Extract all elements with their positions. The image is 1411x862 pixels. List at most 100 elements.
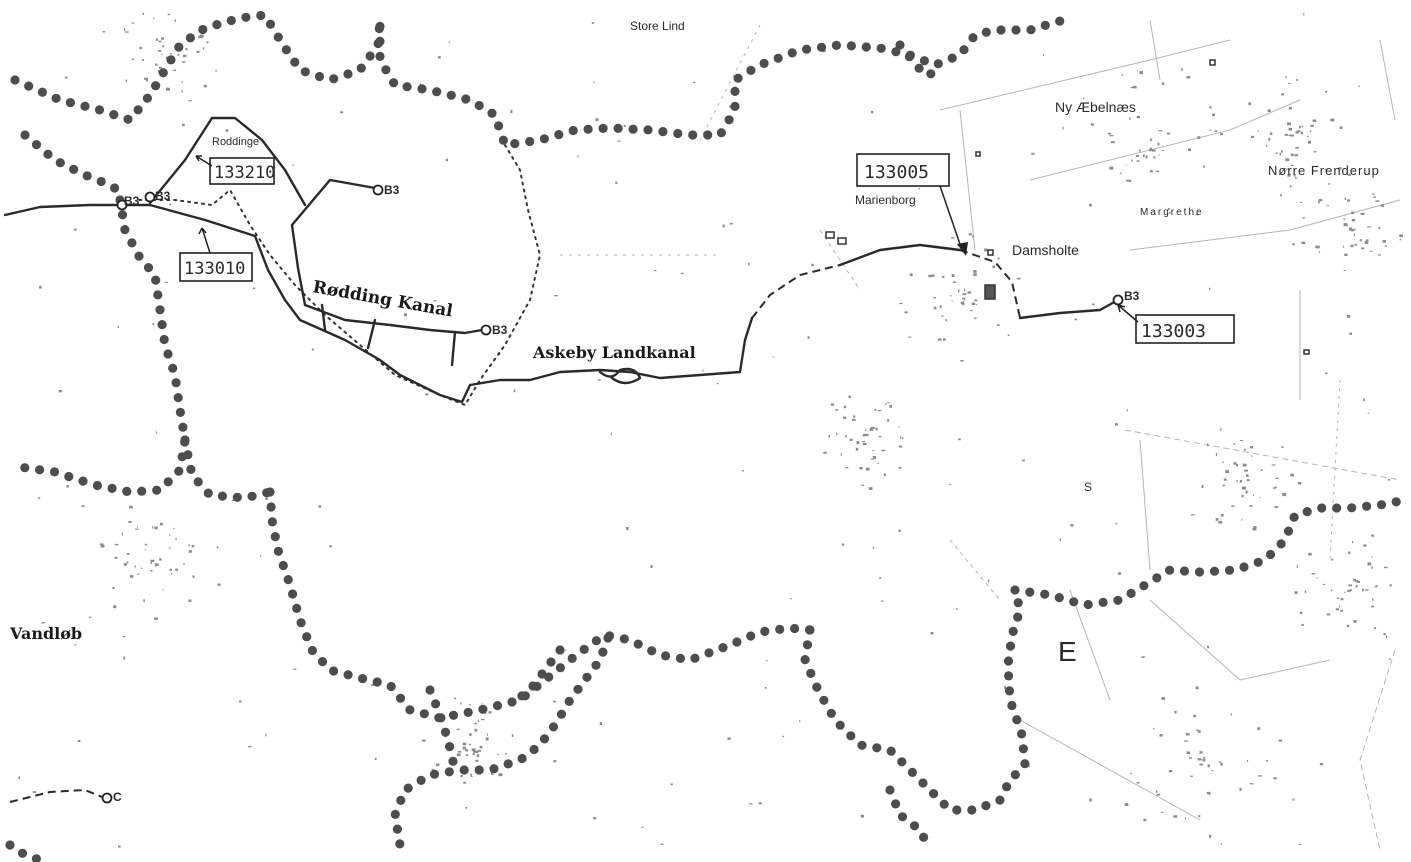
- box-133003[interactable]: [1135, 314, 1235, 344]
- speckle: [962, 297, 966, 300]
- boundary-dot: [1362, 501, 1372, 511]
- boundary-dot: [647, 646, 657, 656]
- speckle: [1330, 589, 1333, 592]
- boundary-dot: [459, 765, 469, 775]
- station-b3-upper[interactable]: [372, 184, 384, 196]
- boundary-dot: [1013, 598, 1023, 608]
- speckle: [1186, 76, 1191, 79]
- speckle: [1343, 270, 1346, 271]
- boundary-dot: [517, 691, 527, 701]
- station-b3-kanal[interactable]: [480, 324, 492, 336]
- speckle: [162, 44, 165, 48]
- boundary-dot: [20, 130, 30, 140]
- speckle: [626, 527, 629, 530]
- boundary-dot: [314, 71, 325, 82]
- speckle: [1253, 494, 1255, 496]
- speckle: [899, 302, 903, 305]
- boundary-dot: [395, 693, 406, 703]
- speckle: [1268, 137, 1271, 141]
- boundary-dot: [718, 643, 728, 653]
- boundary-dot: [31, 854, 41, 862]
- speckle: [164, 281, 168, 283]
- speckle: [877, 410, 882, 412]
- station-b3-west-1[interactable]: [116, 199, 128, 211]
- boundary-dot: [123, 114, 133, 124]
- speckle: [984, 248, 988, 252]
- speckle: [1246, 474, 1249, 477]
- speckle: [933, 306, 937, 310]
- boundary-dot: [1011, 25, 1021, 35]
- speckle: [1363, 544, 1367, 547]
- speckle: [374, 757, 377, 760]
- askeby-loop: [598, 367, 642, 385]
- speckle: [554, 294, 558, 297]
- speckle: [828, 435, 830, 438]
- boundary-dot: [109, 110, 119, 120]
- speckle: [1220, 762, 1223, 766]
- speckle: [419, 83, 422, 86]
- speckle: [900, 436, 902, 439]
- boundary-dot: [846, 731, 856, 741]
- boundary-dot: [806, 668, 816, 679]
- arrow-133210: [195, 155, 213, 167]
- speckle: [1265, 760, 1269, 762]
- speckle: [1130, 86, 1134, 89]
- speckle: [18, 776, 21, 780]
- speckle: [182, 123, 185, 127]
- speckle: [142, 59, 144, 61]
- speckle: [123, 28, 125, 31]
- speckle: [216, 546, 219, 549]
- speckle: [155, 63, 158, 66]
- box-133005[interactable]: [856, 153, 950, 187]
- speckle: [1308, 140, 1311, 144]
- boundary-dot: [760, 626, 770, 637]
- speckle: [1285, 158, 1290, 162]
- boundary-dot: [897, 757, 907, 767]
- box-133210[interactable]: [209, 157, 275, 185]
- boundary-dot: [1054, 593, 1064, 603]
- speckle: [1275, 486, 1277, 489]
- station-b3-west-2[interactable]: [144, 191, 156, 203]
- speckle: [1070, 524, 1074, 527]
- boundary-dot: [907, 767, 918, 778]
- label-roddinge: Roddinge: [212, 136, 259, 148]
- boundary-dot: [790, 623, 800, 634]
- boundary-dot: [151, 81, 161, 91]
- speckle: [1294, 591, 1298, 594]
- speckle: [89, 616, 92, 619]
- boundary-dot: [800, 655, 810, 665]
- speckle: [693, 81, 696, 83]
- boundary-dot: [292, 603, 302, 614]
- speckle: [155, 38, 158, 41]
- boundary-dot: [386, 681, 396, 692]
- speckle: [1152, 149, 1156, 152]
- speckle: [553, 700, 556, 703]
- station-b3-east[interactable]: [1112, 294, 1124, 306]
- speckle: [660, 843, 664, 845]
- speckle: [1207, 764, 1210, 768]
- boundary-dot: [861, 42, 871, 52]
- station-c-south[interactable]: [101, 792, 113, 804]
- speckle: [1235, 463, 1238, 467]
- speckle: [1348, 173, 1351, 176]
- boundary-dot: [37, 87, 48, 97]
- box-133010[interactable]: [179, 252, 253, 282]
- speckle: [1159, 733, 1163, 737]
- speckle: [1301, 623, 1304, 626]
- speckle: [1245, 490, 1248, 494]
- speckle: [1150, 138, 1153, 141]
- speckle: [1207, 443, 1209, 447]
- speckle: [448, 41, 450, 43]
- speckle: [311, 348, 314, 351]
- speckle: [1377, 254, 1381, 256]
- boundary-dot: [995, 795, 1005, 805]
- boundary-dot: [1224, 565, 1235, 575]
- boundary-dot: [329, 74, 339, 84]
- speckle: [1149, 149, 1153, 152]
- speckle: [1139, 71, 1143, 75]
- speckle: [1239, 440, 1243, 441]
- boundary-dot: [1113, 595, 1123, 605]
- boundary-dot: [241, 12, 251, 22]
- speckle: [949, 483, 952, 486]
